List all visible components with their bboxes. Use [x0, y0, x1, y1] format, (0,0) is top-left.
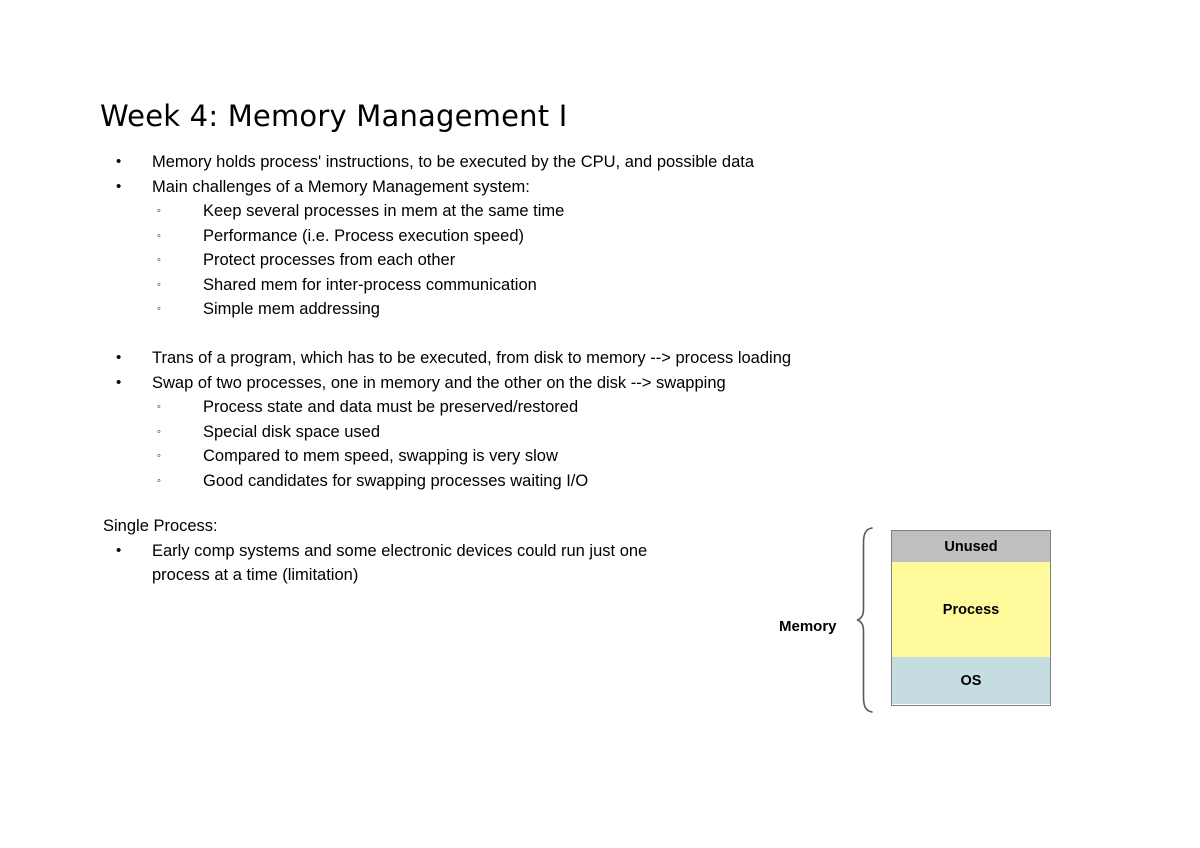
memory-segment-unused: Unused — [892, 531, 1050, 562]
list-item-text: Memory holds process' instructions, to b… — [152, 153, 755, 171]
bullet-circle-icon: ◦ — [157, 205, 161, 217]
bullet-circle-icon: ◦ — [157, 254, 161, 266]
memory-diagram: Memory Unused Process OS — [770, 520, 1070, 720]
sub-list-item: ◦ Keep several processes in mem at the s… — [103, 199, 883, 224]
bullet-circle-icon: ◦ — [157, 401, 161, 413]
list-item-text: Early comp systems and some electronic d… — [152, 541, 648, 560]
bullet-dot-icon: • — [116, 373, 122, 391]
outline-gap — [103, 322, 883, 347]
content-outline: • Memory holds process' instructions, to… — [103, 150, 883, 588]
bullet-dot-icon: • — [116, 541, 122, 559]
outline-gap — [103, 493, 883, 514]
sub-list-item-text: Keep several processes in mem at the sam… — [203, 202, 565, 220]
sub-list-item-text: Protect processes from each other — [203, 251, 456, 269]
list-item: • Main challenges of a Memory Management… — [103, 175, 883, 200]
sub-list-item: ◦ Protect processes from each other — [103, 248, 883, 273]
sub-list-item: ◦ Process state and data must be preserv… — [103, 395, 883, 420]
sub-list-item: ◦ Special disk space used — [103, 420, 883, 445]
bullet-circle-icon: ◦ — [157, 303, 161, 315]
sub-list-item: ◦ Compared to mem speed, swapping is ver… — [103, 444, 883, 469]
list-item-text: Swap of two processes, one in memory and… — [152, 373, 726, 392]
sub-list-item: ◦ Shared mem for inter-process communica… — [103, 273, 883, 298]
memory-segment-os: OS — [892, 657, 1050, 704]
curly-brace-icon — [856, 527, 873, 713]
bullet-circle-icon: ◦ — [157, 229, 161, 242]
sub-list-item: ◦ Performance (i.e. Process execution sp… — [103, 224, 883, 249]
list-item: • Early comp systems and some electronic… — [103, 539, 883, 564]
bullet-circle-icon: ◦ — [157, 278, 161, 291]
memory-box: Unused Process OS — [891, 530, 1051, 706]
section-heading-text: Single Process: — [103, 517, 218, 535]
bullet-dot-icon: • — [116, 177, 122, 195]
sub-list-item-text: Compared to mem speed, swapping is very … — [203, 447, 558, 465]
bullet-circle-icon: ◦ — [157, 474, 161, 487]
sub-list-item-text: Simple mem addressing — [203, 300, 380, 318]
bullet-dot-icon: • — [116, 349, 122, 366]
list-item: • Trans of a program, which has to be ex… — [103, 346, 883, 371]
sub-list-item-text: Process state and data must be preserved… — [203, 398, 579, 416]
sub-list-item-text: Special disk space used — [203, 422, 381, 441]
page-title: Week 4: Memory Management I — [100, 99, 568, 133]
bullet-dot-icon: • — [116, 153, 122, 170]
list-item-text: Main challenges of a Memory Management s… — [152, 177, 530, 196]
memory-label: Memory — [779, 618, 837, 635]
section-heading-single-process: Single Process: — [103, 514, 883, 539]
sub-list-item: ◦ Good candidates for swapping processes… — [103, 469, 883, 494]
sub-list-item-text: Shared mem for inter-process communicati… — [203, 275, 537, 294]
bullet-circle-icon: ◦ — [157, 450, 161, 462]
list-item-text-continued: process at a time (limitation) — [152, 566, 359, 584]
list-item-text: Trans of a program, which has to be exec… — [152, 349, 792, 367]
memory-segment-process: Process — [892, 562, 1050, 657]
list-item: • Swap of two processes, one in memory a… — [103, 371, 883, 396]
bullet-circle-icon: ◦ — [157, 425, 161, 438]
sub-list-item: ◦ Simple mem addressing — [103, 297, 883, 322]
list-item-continuation: process at a time (limitation) — [103, 563, 883, 588]
list-item: • Memory holds process' instructions, to… — [103, 150, 883, 175]
sub-list-item-text: Good candidates for swapping processes w… — [203, 471, 589, 490]
sub-list-item-text: Performance (i.e. Process execution spee… — [203, 226, 524, 245]
